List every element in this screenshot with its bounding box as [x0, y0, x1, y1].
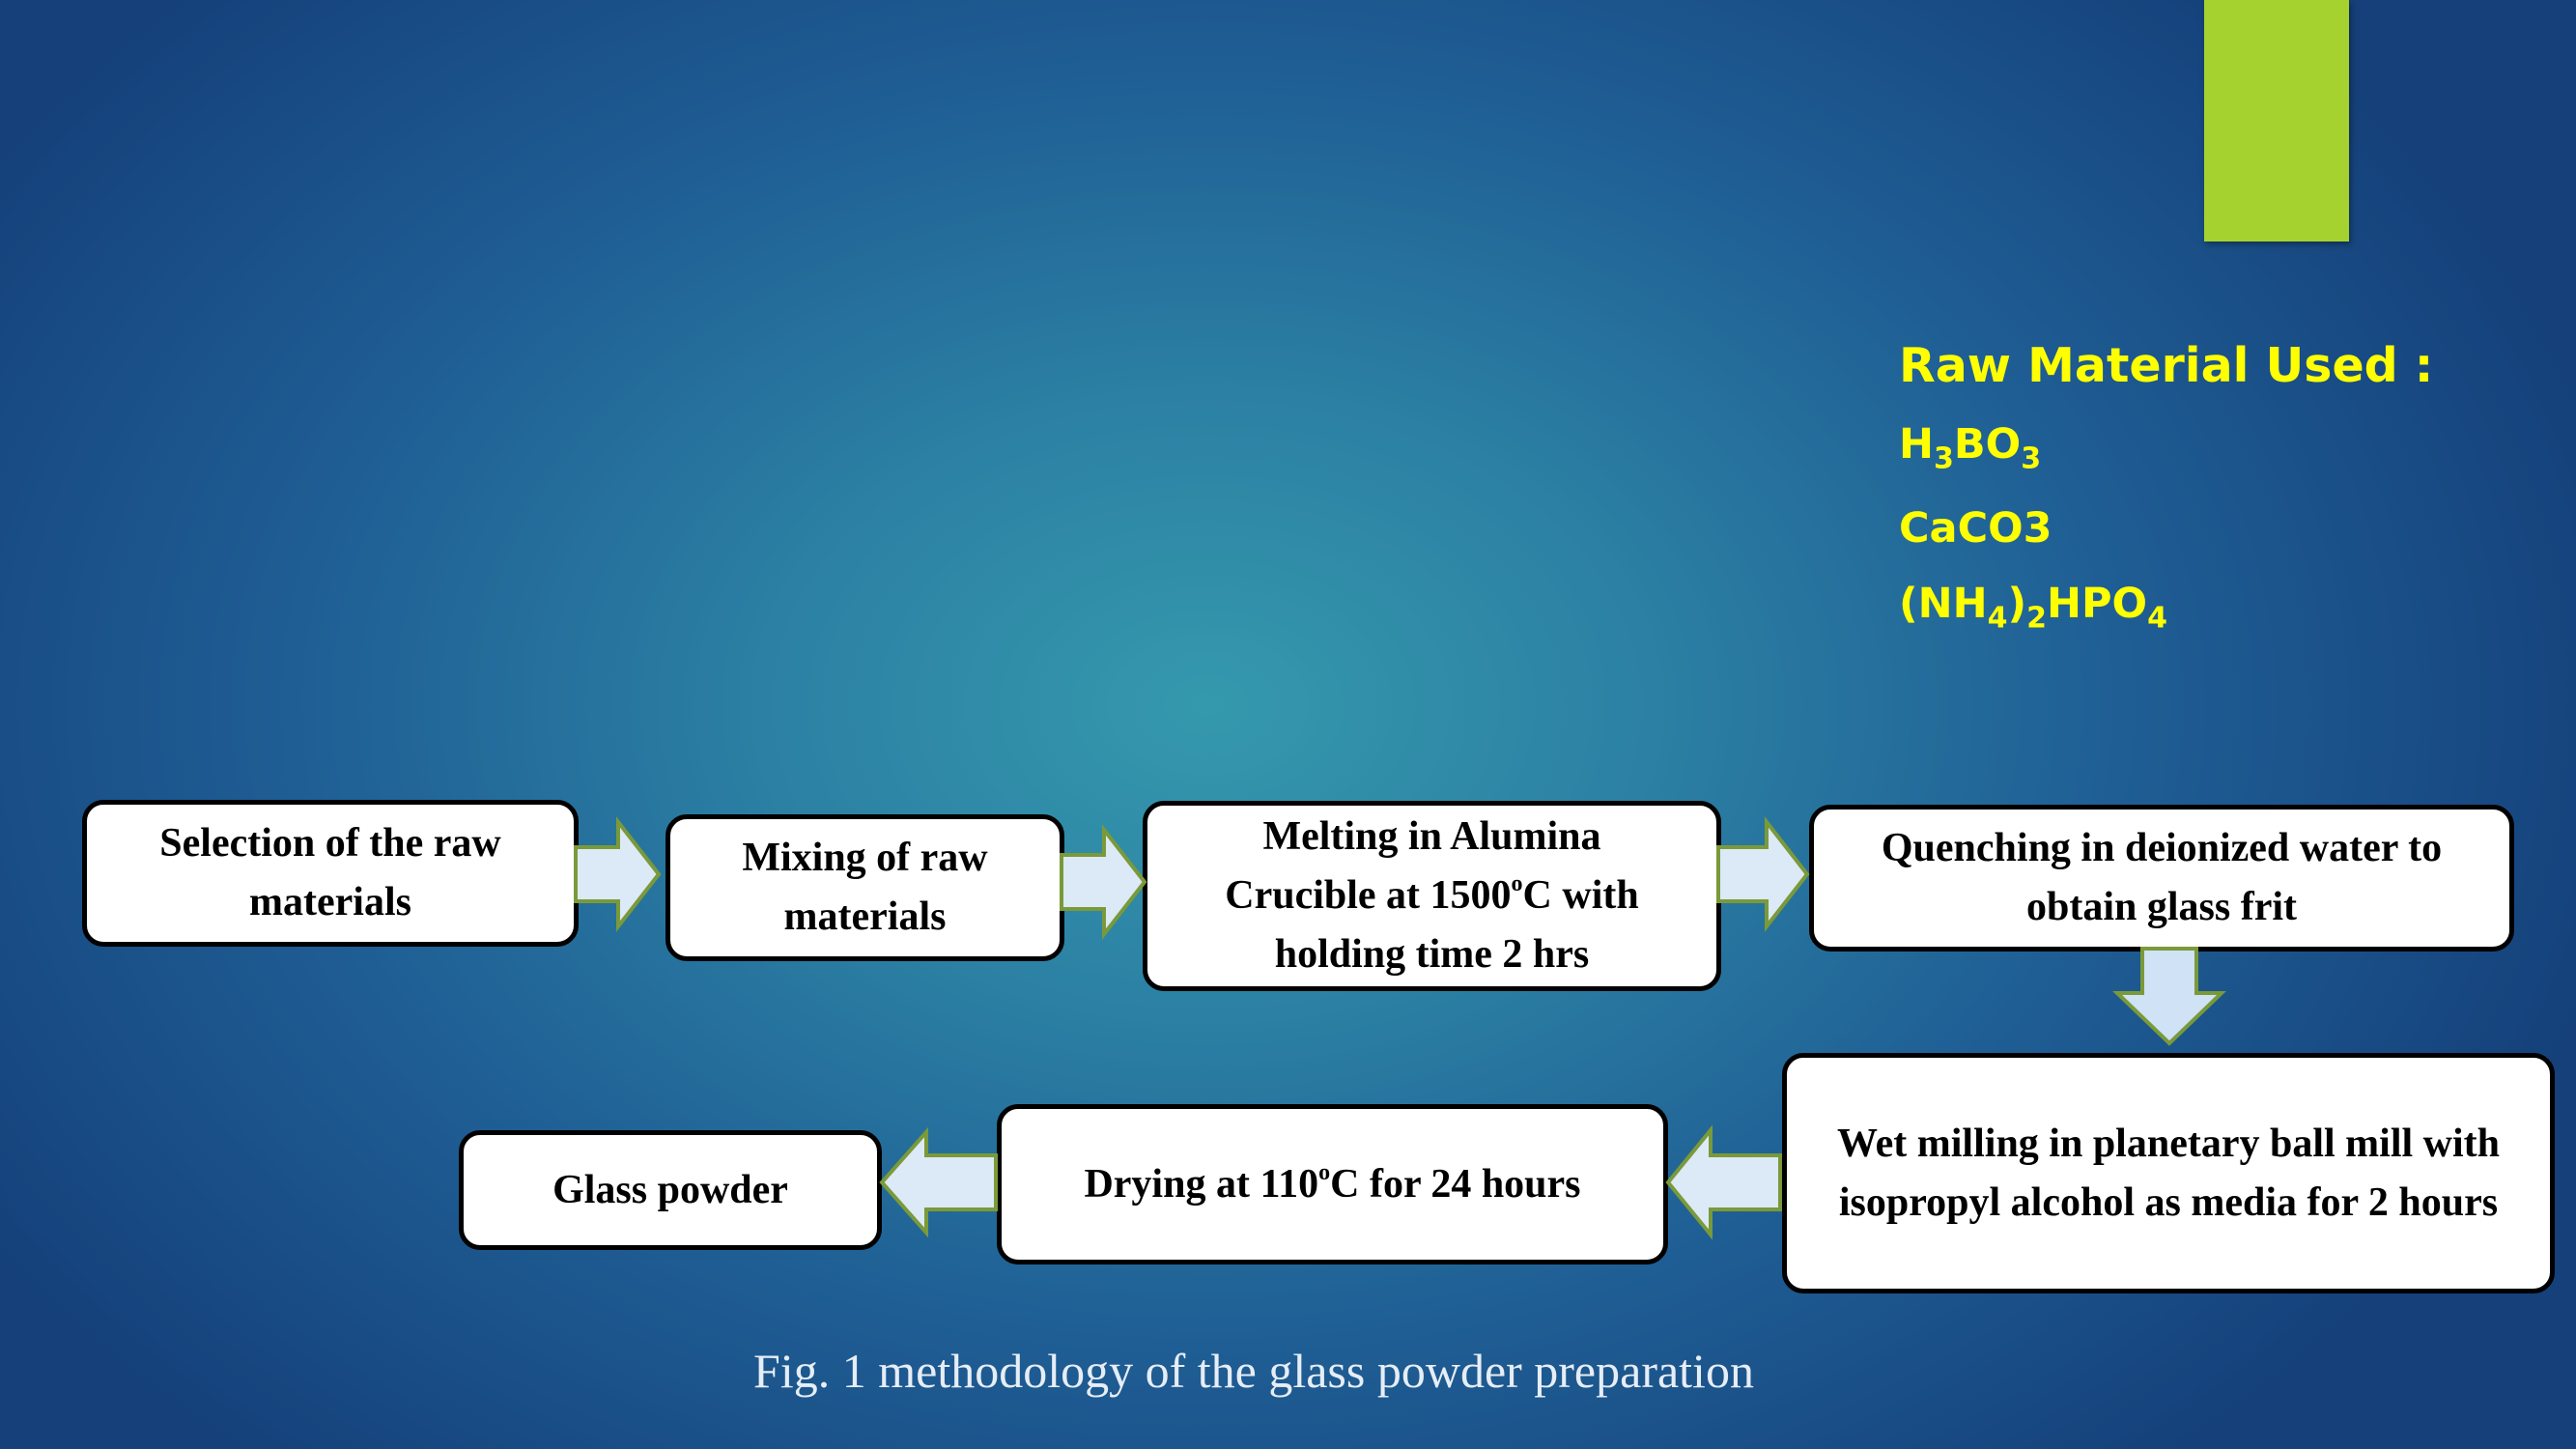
- right-arrow-icon: [1060, 824, 1147, 940]
- right-arrow-icon: [1716, 816, 1810, 932]
- step-label: Drying at 110oC for 24 hours: [1084, 1159, 1581, 1207]
- down-arrow-icon: [2112, 947, 2226, 1046]
- step-box: Drying at 110oC for 24 hours: [997, 1104, 1668, 1264]
- raw-material-item: H3BO3: [1899, 420, 2042, 476]
- right-arrow-icon: [574, 816, 662, 932]
- step-box: Glass powder: [459, 1130, 882, 1250]
- left-arrow-icon: [1665, 1124, 1782, 1240]
- raw-material-item: CaCO3: [1899, 504, 2052, 553]
- step-label: Glass powder: [552, 1167, 788, 1212]
- figure-caption: Fig. 1 methodology of the glass powder p…: [753, 1344, 1754, 1398]
- left-arrow-icon: [879, 1126, 998, 1238]
- raw-material-title: Raw Material Used :: [1899, 338, 2434, 393]
- raw-material-item: (NH4)2HPO4: [1899, 580, 2167, 636]
- accent-bar: [2204, 0, 2349, 242]
